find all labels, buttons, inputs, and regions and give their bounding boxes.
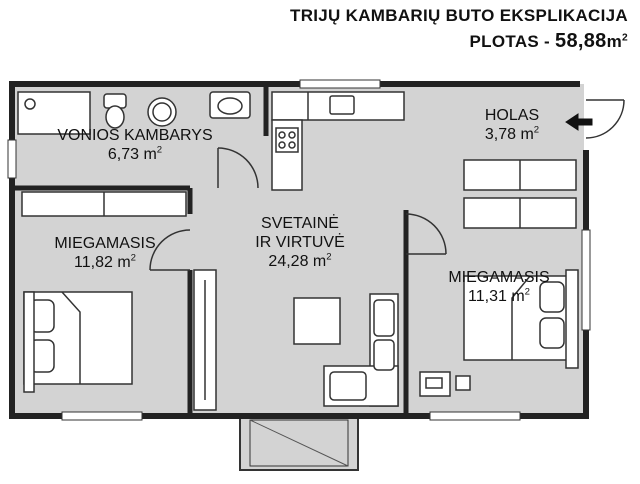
entrance-arrow (565, 113, 593, 131)
room-bedroom-right: MIEGAMASIS 11,31 m2 (424, 268, 574, 306)
room-name: HOLAS (484, 107, 540, 124)
interior-walls (14, 84, 409, 414)
interior-doors (149, 99, 625, 271)
room-living: SVETAINĖ IR VIRTUVĖ 24,28 m2 (230, 214, 370, 271)
bathroom-door (217, 147, 259, 189)
total-area-value: 58,88 (555, 30, 607, 52)
bed-right (463, 269, 579, 369)
room-bathroom: VONIOS KAMBARYS 6,73 m2 (40, 126, 230, 164)
room-bedroom-left: MIEGAMASIS 11,82 m2 (30, 234, 180, 272)
total-area-prefix: PLOTAS - (469, 32, 556, 51)
wardrobes (21, 159, 577, 411)
room-area: 24,28 m2 (268, 251, 332, 270)
bed-left (23, 291, 133, 393)
room-hall: HOLAS 3,78 m2 (462, 106, 562, 144)
desk (419, 371, 471, 397)
windows (7, 79, 591, 421)
room-area: 11,31 m2 (468, 286, 530, 305)
plan-title: TRIJŲ KAMBARIŲ BUTO EKSPLIKACIJA (290, 6, 628, 25)
room-name: MIEGAMASIS (54, 235, 156, 252)
total-area-unit: m (606, 32, 623, 51)
room-name: SVETAINĖ (261, 215, 339, 232)
room-area: 3,78 m2 (484, 124, 540, 143)
total-area-exp: 2 (622, 32, 628, 44)
sofa-and-table (293, 293, 399, 407)
bathroom-fixtures (17, 91, 251, 135)
kitchen-counters (271, 91, 405, 191)
room-name: MIEGAMASIS (448, 269, 550, 286)
total-area: PLOTAS - 58,88m2 (470, 30, 628, 53)
balcony (239, 415, 359, 471)
room-name-2: IR VIRTUVĖ (255, 234, 345, 251)
room-area: 6,73 m2 (107, 144, 163, 163)
room-area: 11,82 m2 (74, 252, 136, 271)
room-name: VONIOS KAMBARYS (57, 127, 213, 144)
